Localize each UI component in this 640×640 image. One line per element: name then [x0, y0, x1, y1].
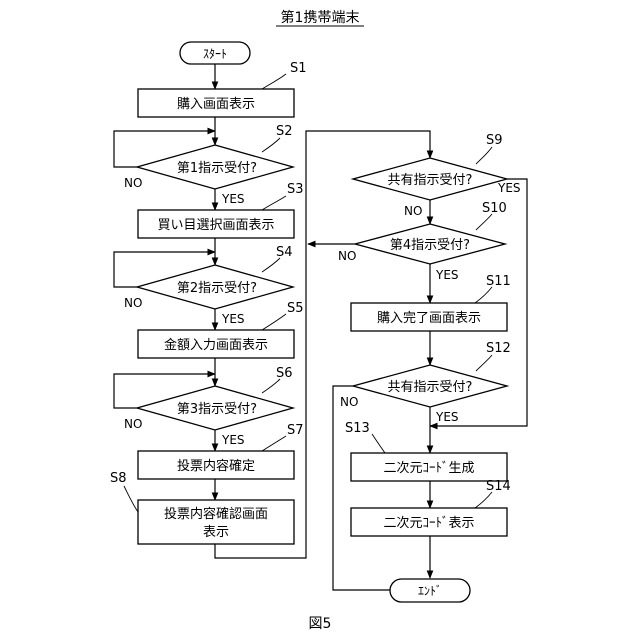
step-s7-id: S7 [287, 423, 304, 438]
step-s12-id: S12 [486, 341, 511, 356]
step-s8-label-line1: 投票内容確認画面 [164, 506, 268, 522]
step-s2-no: NO [124, 176, 142, 190]
step-s12-yes: YES [435, 410, 459, 424]
step-s5-leader [262, 314, 286, 330]
step-s1-label: 購入画面表示 [177, 97, 255, 112]
step-s9-yes: YES [497, 181, 521, 195]
step-s1-id: S1 [290, 61, 307, 76]
step-s4-id: S4 [276, 245, 293, 260]
step-s2-yes: YES [221, 192, 245, 206]
step-s4-leader [262, 258, 280, 272]
step-s6-id: S6 [276, 366, 293, 381]
step-s6-no: NO [124, 417, 142, 431]
figure-label: 図5 [309, 616, 332, 632]
step-s2-leader [262, 138, 280, 152]
step-s7-label: 投票内容確定 [177, 458, 255, 474]
start-label: ｽﾀｰﾄ [203, 47, 227, 61]
step-s2-label: 第1指示受付? [177, 161, 257, 176]
step-s4-no: NO [124, 296, 142, 310]
step-s9-id: S9 [486, 133, 503, 148]
step-s9-label: 共有指示受付? [388, 173, 473, 188]
header-title: 第1携帯端末 [281, 9, 360, 26]
step-s6-leader [262, 379, 280, 393]
step-s14-id: S14 [486, 479, 511, 494]
step-s11-leader [475, 287, 492, 303]
end-label: ｴﾝﾄﾞ [418, 584, 442, 598]
flow-s12-no [333, 386, 390, 590]
step-s4-label: 第2指示受付? [177, 281, 257, 296]
step-s6-yes: YES [221, 433, 245, 447]
step-s10-id: S10 [482, 201, 507, 216]
step-s3-leader [262, 196, 286, 210]
step-s4-yes: YES [221, 312, 245, 326]
step-s10-leader [476, 214, 492, 230]
step-s11-label: 購入完了画面表示 [377, 311, 481, 326]
step-s2-id: S2 [276, 124, 293, 139]
step-s14-label: 二次元ｺｰﾄﾞ表示 [383, 515, 474, 531]
step-s9-leader [476, 147, 492, 164]
step-s5-id: S5 [287, 301, 304, 316]
step-s7-leader [262, 436, 286, 451]
step-s1-leader [262, 74, 286, 89]
step-s11-id: S11 [486, 274, 511, 289]
step-s8-label-line2: 表示 [203, 525, 229, 540]
step-s3-id: S3 [287, 182, 304, 197]
step-s13-label: 二次元ｺｰﾄﾞ生成 [383, 460, 474, 476]
step-s8-id: S8 [110, 471, 127, 486]
step-s13-id: S13 [345, 421, 370, 436]
step-s12-leader [476, 355, 492, 371]
step-s10-label: 第4指示受付? [390, 238, 470, 253]
step-s3-label: 買い目選択画面表示 [157, 218, 274, 233]
step-s12-no: NO [340, 395, 358, 409]
step-s9-no: NO [404, 204, 422, 218]
step-s5-label: 金額入力画面表示 [164, 337, 268, 353]
step-s12-label: 共有指示受付? [388, 380, 473, 395]
step-s13-leader [372, 434, 385, 453]
step-s6-label: 第3指示受付? [177, 402, 257, 417]
step-s10-yes: YES [435, 268, 459, 282]
step-s14-leader [475, 492, 492, 508]
step-s10-no: NO [338, 249, 356, 263]
step-s8-leader [124, 486, 138, 512]
